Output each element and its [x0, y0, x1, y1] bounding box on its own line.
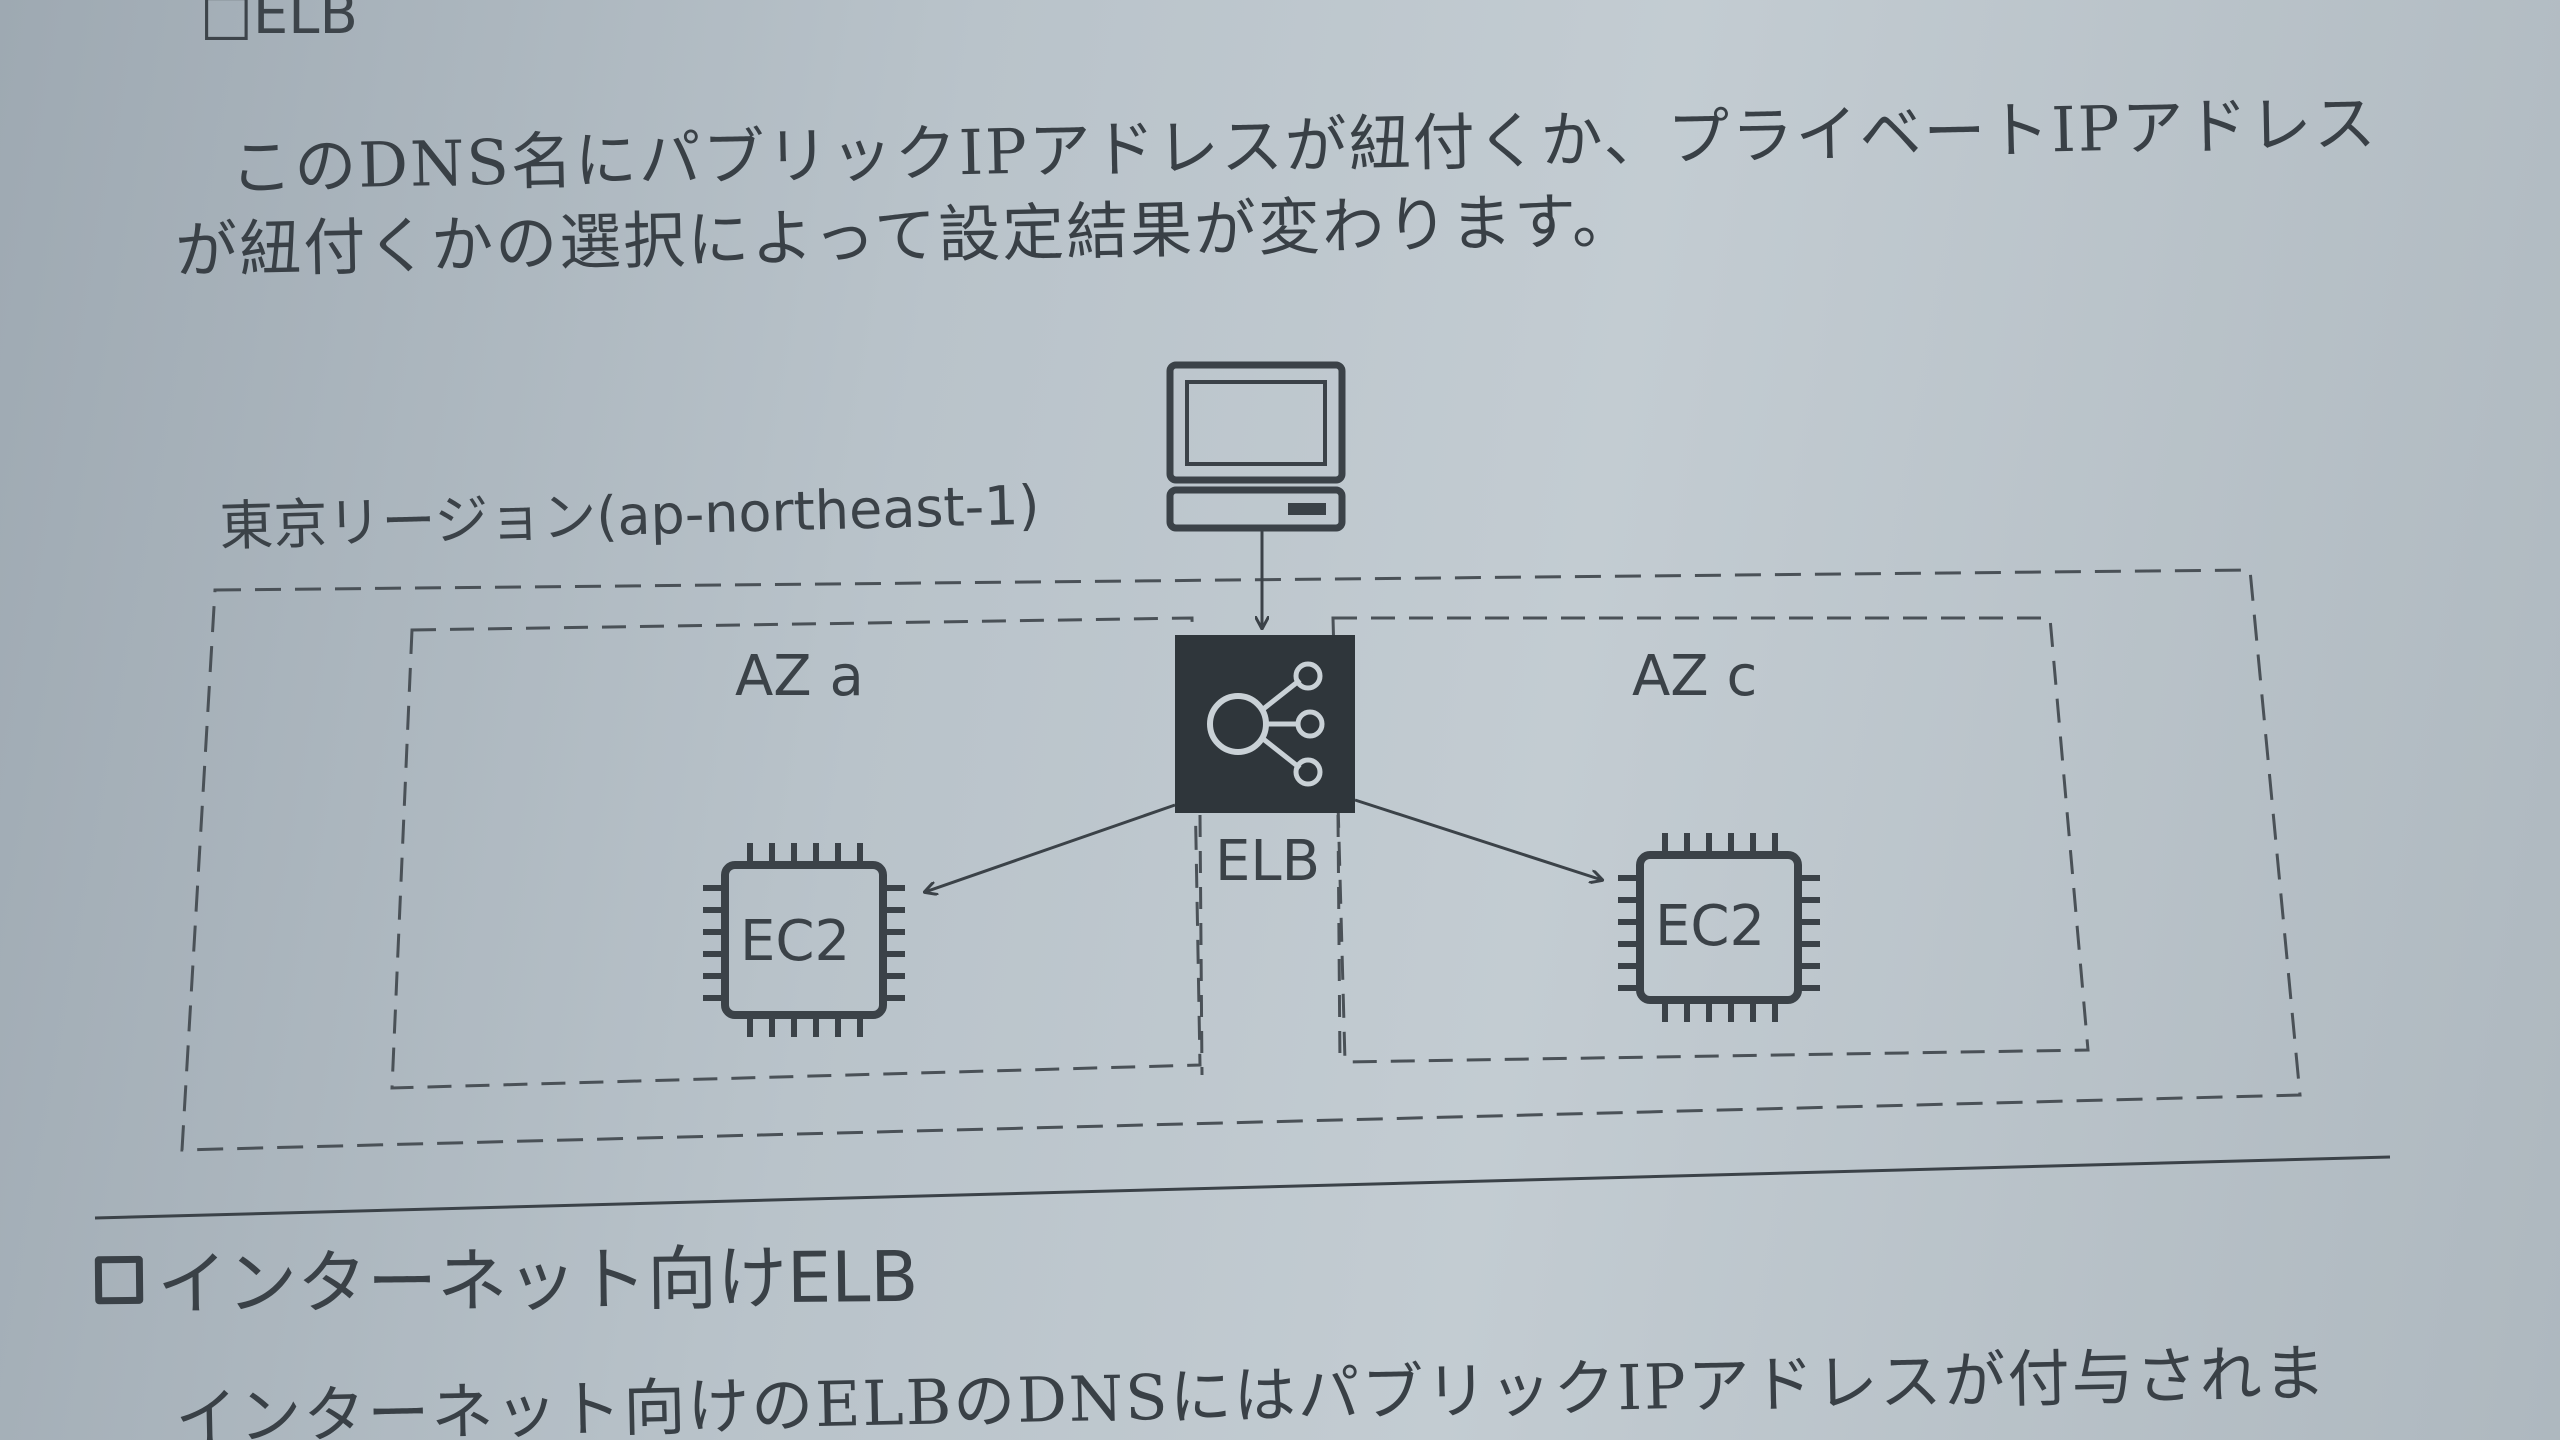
az-a-label: AZ a — [735, 644, 864, 709]
elb-icon — [1175, 635, 1355, 813]
arrow-elb-to-ec2-left — [925, 803, 1176, 892]
figure-rule — [94, 1155, 2391, 1220]
region-label: 東京リージョン(ap-northeast-1) — [219, 474, 1041, 558]
az-c-boundary — [1331, 616, 2090, 1064]
az-a-boundary — [390, 616, 1202, 1090]
arrow-elb-to-ec2-right — [1354, 798, 1602, 880]
ec2-right-label: EC2 — [1655, 894, 1765, 959]
region-boundary — [180, 568, 2302, 1152]
previous-heading-fragment: □ELB — [200, 0, 358, 47]
ec2-left-label: EC2 — [740, 909, 850, 974]
checkbox-bullet-icon — [94, 1255, 144, 1304]
ec2-chip-icon-right: EC2 — [1618, 833, 1820, 1022]
elb-label: ELB — [1215, 829, 1320, 894]
elb-divider-right — [1336, 814, 1342, 1066]
elb-divider-left — [1198, 814, 1204, 1076]
section-heading-text: インターネット向けELB — [156, 1235, 919, 1326]
section-heading: インターネット向けELB — [94, 1221, 919, 1331]
ec2-chip-icon-left: EC2 — [703, 843, 905, 1037]
az-c-label: AZ c — [1632, 644, 1757, 709]
computer-icon — [1166, 361, 1346, 532]
